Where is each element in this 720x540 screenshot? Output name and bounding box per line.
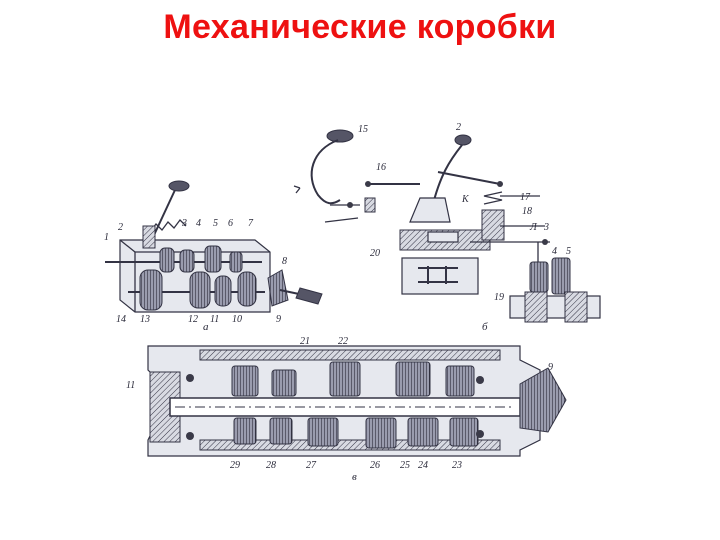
label-a-1: 1 [104,232,109,243]
label-a-13: 13 [140,314,150,325]
label-b-18: 18 [522,206,532,217]
label-b-4: 4 [552,246,557,257]
label-c-25: 25 [400,460,410,471]
label-c-29: 29 [230,460,240,471]
label-b-20: 20 [370,248,380,259]
label-b-19: 19 [494,292,504,303]
caption-b: б [482,321,488,333]
label-a-5: 5 [213,218,218,229]
label-a-6: 6 [228,218,233,229]
label-c-22: 22 [338,336,348,347]
caption-a: а [203,321,209,333]
label-a-2: 2 [118,222,123,233]
label-a-14: 14 [116,314,126,325]
label-b-16: 16 [376,162,386,173]
label-c-27: 27 [306,460,317,471]
label-b-3: 3 [543,222,549,233]
panel-b-control-linkage: 2 15 16 17 18 К Л 3 4 5 19 20 б [293,122,601,333]
slide-title: Механические коробки [163,8,557,46]
label-b-2: 2 [456,122,461,133]
label-a-8: 8 [282,256,287,267]
label-c-24: 24 [418,460,428,471]
label-a-11: 11 [210,314,219,325]
label-a-4: 4 [196,218,201,229]
label-c-28: 28 [266,460,276,471]
label-a-3: 3 [181,218,187,229]
panel-c-cross-section: 21 22 11 9 29 28 27 26 25 24 23 в [126,336,567,483]
label-b-17: 17 [520,192,531,203]
panel-a-gearbox-sketch: 1 2 3 4 5 6 7 8 9 10 11 12 13 14 а [104,180,323,333]
label-a-7: 7 [248,218,254,229]
label-b-15: 15 [358,124,368,135]
label-b-K: К [461,194,470,205]
label-b-5: 5 [566,246,571,257]
label-a-12: 12 [188,314,198,325]
label-c-23: 23 [452,460,462,471]
label-b-L: Л [529,222,538,233]
label-c-26: 26 [370,460,380,471]
caption-c: в [352,471,357,483]
label-c-21: 21 [300,336,310,347]
label-c-11: 11 [126,380,135,391]
label-a-10: 10 [232,314,242,325]
label-c-9: 9 [548,362,553,373]
label-a-9: 9 [276,314,281,325]
